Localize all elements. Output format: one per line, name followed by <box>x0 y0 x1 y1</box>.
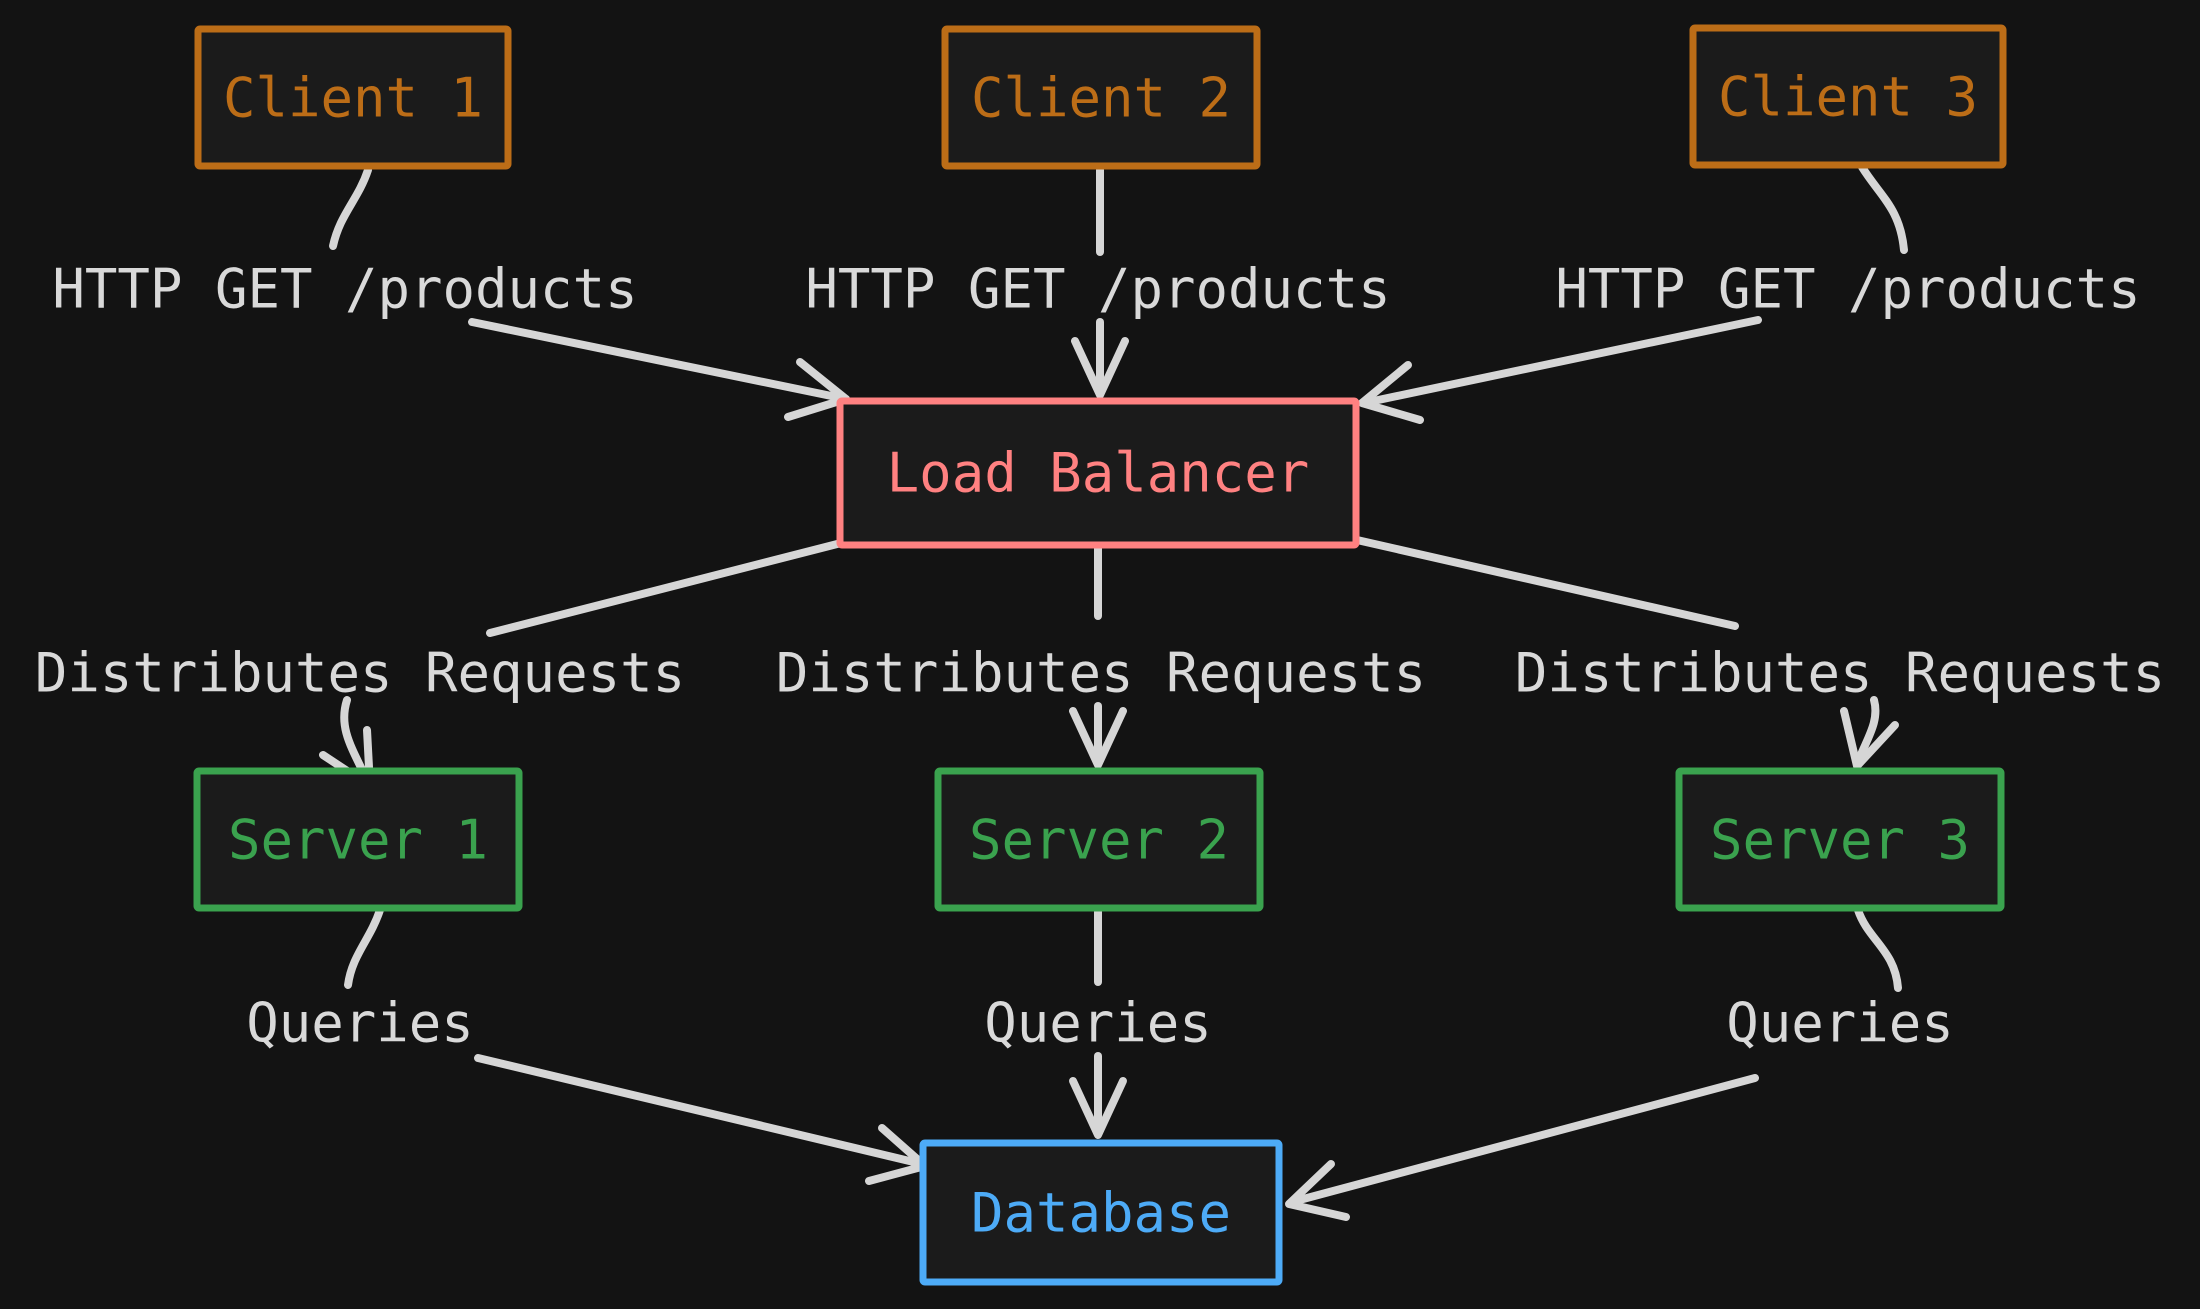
edge-server2-database[interactable] <box>1069 906 1127 1139</box>
edge-line[interactable] <box>474 1054 926 1168</box>
node-server-1[interactable]: Server 1 <box>193 767 523 912</box>
node-server-1-label: Server 1 <box>228 809 488 872</box>
edge-line[interactable] <box>1353 536 1739 630</box>
node-client-2[interactable]: Client 2 <box>941 25 1261 170</box>
edge-label-distributes-3[interactable]: Distributes Requests <box>1515 642 2165 705</box>
arrowhead-icon <box>1285 1160 1350 1221</box>
edge-label-http-get-1[interactable]: HTTP GET /products <box>52 258 637 321</box>
node-client-3[interactable]: Client 3 <box>1689 24 2007 169</box>
arrowhead-icon <box>1840 707 1899 770</box>
edge-label-queries-3[interactable]: Queries <box>1726 992 1954 1055</box>
node-client-2-box[interactable] <box>941 25 1261 170</box>
node-server-2[interactable]: Server 2 <box>934 767 1264 912</box>
node-load-balancer[interactable]: Load Balancer <box>836 397 1360 549</box>
node-client-1-label: Client 1 <box>223 67 483 130</box>
node-server-2-box[interactable] <box>934 767 1264 912</box>
node-load-balancer-label: Load Balancer <box>887 442 1310 505</box>
node-server-3-box[interactable] <box>1675 767 2005 912</box>
edge-line[interactable] <box>1854 696 1880 766</box>
edge-label-http-get-3[interactable]: HTTP GET /products <box>1555 258 2140 321</box>
edge-label-http-get-2[interactable]: HTTP GET /products <box>805 258 1390 321</box>
node-server-3-label: Server 3 <box>1710 809 1970 872</box>
edge-label-distributes-1[interactable]: Distributes Requests <box>35 642 685 705</box>
node-database[interactable]: Database <box>919 1139 1283 1286</box>
node-server-3[interactable]: Server 3 <box>1675 767 2005 912</box>
node-client-1[interactable]: Client 1 <box>194 25 512 170</box>
edge-line[interactable] <box>1854 906 1902 992</box>
edge-line[interactable] <box>486 538 849 637</box>
arrowhead-icon <box>1069 707 1127 769</box>
edge-client2-loadbalancer[interactable] <box>1071 166 1129 399</box>
arrowhead-icon <box>1071 337 1129 399</box>
node-database-label: Database <box>971 1182 1231 1245</box>
arrowhead-icon <box>1358 361 1424 424</box>
edge-line[interactable] <box>1858 163 1908 254</box>
arrowhead-icon <box>1069 1077 1127 1139</box>
edge-line[interactable] <box>329 166 372 250</box>
node-server-1-box[interactable] <box>193 767 523 912</box>
edges-layer <box>319 163 1908 1221</box>
edge-label-distributes-2[interactable]: Distributes Requests <box>776 642 1426 705</box>
edge-line[interactable] <box>1360 316 1762 407</box>
node-load-balancer-box[interactable] <box>836 397 1360 549</box>
node-client-1-box[interactable] <box>194 25 512 170</box>
nodes-layer: Client 1 Client 2 Client 3 Load Balancer… <box>193 24 2007 1286</box>
edge-line[interactable] <box>344 906 384 989</box>
edge-server3-database[interactable] <box>1285 906 1902 1221</box>
edge-labels-layer: HTTP GET /products HTTP GET /products HT… <box>35 258 2165 1055</box>
node-client-3-box[interactable] <box>1689 24 2007 169</box>
edge-client3-loadbalancer[interactable] <box>1358 163 1908 424</box>
edge-line[interactable] <box>468 318 850 403</box>
node-server-2-label: Server 2 <box>969 809 1229 872</box>
edge-label-queries-2[interactable]: Queries <box>984 992 1212 1055</box>
edge-label-queries-1[interactable]: Queries <box>246 992 474 1055</box>
node-database-box[interactable] <box>919 1139 1283 1286</box>
node-client-3-label: Client 3 <box>1718 66 1978 129</box>
edge-loadbalancer-server3[interactable] <box>1353 536 1899 770</box>
node-client-2-label: Client 2 <box>971 67 1231 130</box>
edge-line[interactable] <box>1288 1074 1759 1206</box>
edge-loadbalancer-server2[interactable] <box>1069 544 1127 769</box>
